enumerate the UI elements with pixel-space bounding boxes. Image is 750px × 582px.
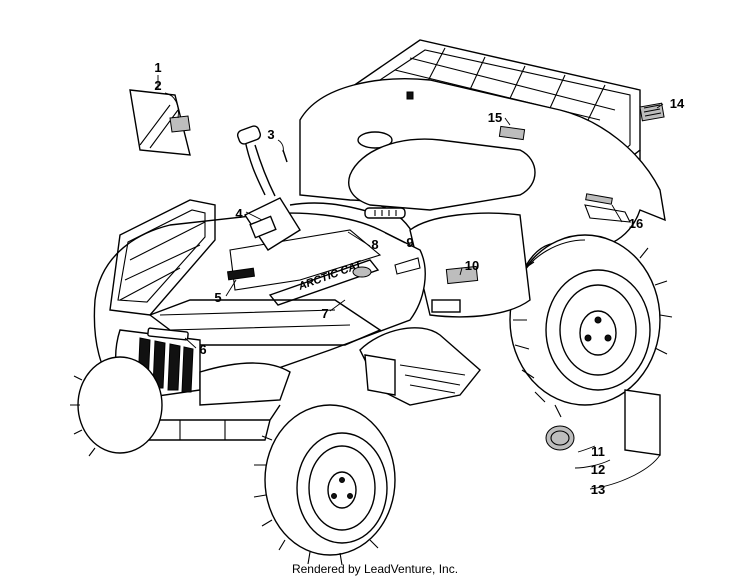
callout-12: 12 — [591, 462, 605, 477]
callout-10: 10 — [465, 258, 479, 273]
callout-1: 1 — [154, 60, 161, 75]
decal-10 — [445, 265, 479, 285]
callout-16: 16 — [629, 216, 643, 231]
rear-wheel — [509, 234, 673, 418]
callout-7: 7 — [321, 306, 328, 321]
front-left-wheel — [70, 356, 163, 457]
handlebar-assembly — [236, 125, 406, 251]
callout-labels: 1 2 3 4 5 6 7 8 9 10 11 12 13 14 15 16 — [154, 60, 685, 497]
callout-5: 5 — [214, 290, 221, 305]
footwell — [359, 327, 481, 406]
callout-4: 4 — [235, 206, 243, 221]
callout-2: 2 — [154, 78, 161, 93]
callout-6: 6 — [199, 342, 206, 357]
decal-11 — [545, 425, 575, 451]
decal-sheet-1-2 — [129, 89, 191, 156]
callout-8: 8 — [371, 237, 378, 252]
callout-14: 14 — [670, 96, 685, 111]
callout-13: 13 — [591, 482, 605, 497]
callout-3: 3 — [267, 127, 274, 142]
callout-15: 15 — [488, 110, 502, 125]
decal-sheet-13 — [624, 389, 661, 456]
side-panel — [409, 212, 531, 318]
callout-9: 9 — [406, 235, 413, 250]
decal-8 — [268, 259, 380, 306]
decal-3 — [282, 149, 288, 163]
footer-credit: Rendered by LeadVenture, Inc. — [291, 562, 459, 576]
decal-6 — [147, 327, 189, 341]
decal-16 — [585, 193, 613, 205]
callout-11: 11 — [591, 444, 605, 459]
front-right-wheel — [253, 404, 396, 566]
decal-5 — [227, 267, 255, 281]
seat — [348, 138, 536, 211]
decal-15 — [498, 125, 526, 141]
leader-lines — [157, 75, 664, 490]
